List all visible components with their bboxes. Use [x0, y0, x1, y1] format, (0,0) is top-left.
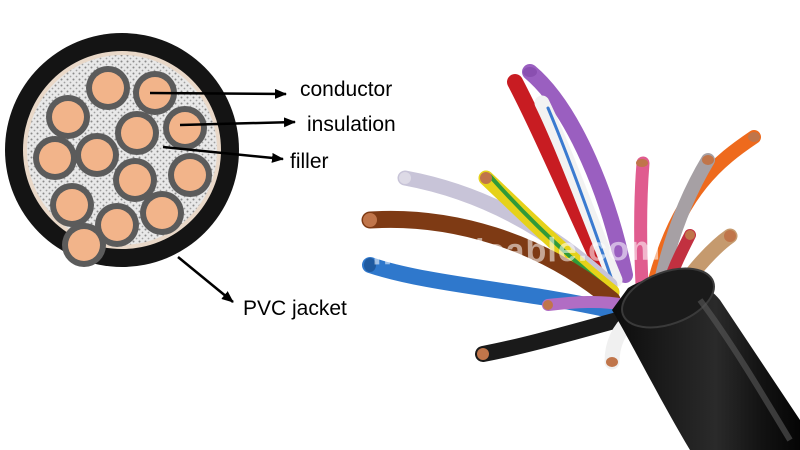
cable-photo — [361, 64, 800, 450]
pvc-jacket-label: PVC jacket — [243, 297, 347, 320]
conductor-core — [33, 136, 77, 180]
conductor-core — [115, 111, 159, 155]
cross-section — [5, 33, 239, 267]
conductor-cores — [33, 66, 212, 267]
wire-tips — [363, 67, 760, 367]
wire-violet-low — [542, 295, 631, 311]
wire-pink — [634, 156, 650, 292]
conductor-core — [46, 95, 90, 139]
wire-brown — [361, 210, 621, 309]
conductor-arrow — [149, 88, 287, 99]
insulation-label: insulation — [307, 113, 396, 136]
cable-highlight — [697, 298, 793, 442]
conductor-core — [168, 153, 212, 197]
conductor-core — [50, 183, 94, 227]
wire-violet — [522, 64, 633, 283]
filler-label: filler — [290, 150, 329, 173]
conductor-core — [62, 223, 106, 267]
conductor-core — [163, 106, 207, 150]
wire-black — [475, 310, 633, 362]
conductor-label: conductor — [300, 78, 393, 101]
conductor-core — [140, 191, 184, 235]
cable-end-face — [621, 267, 715, 329]
pointer-arrows — [149, 88, 296, 303]
conductor-core — [86, 66, 130, 110]
watermark: m.cbvicable.com — [371, 229, 662, 273]
conductor-core — [113, 158, 157, 202]
filler-arrow — [162, 145, 284, 163]
conductor-core — [75, 133, 119, 177]
insulation-arrow — [179, 117, 296, 128]
wire-grey — [653, 153, 715, 292]
wire-red — [507, 74, 613, 283]
conductor-core — [95, 203, 139, 247]
wire-white-blue-stripe — [546, 106, 614, 282]
jacket-arrow — [177, 256, 234, 303]
